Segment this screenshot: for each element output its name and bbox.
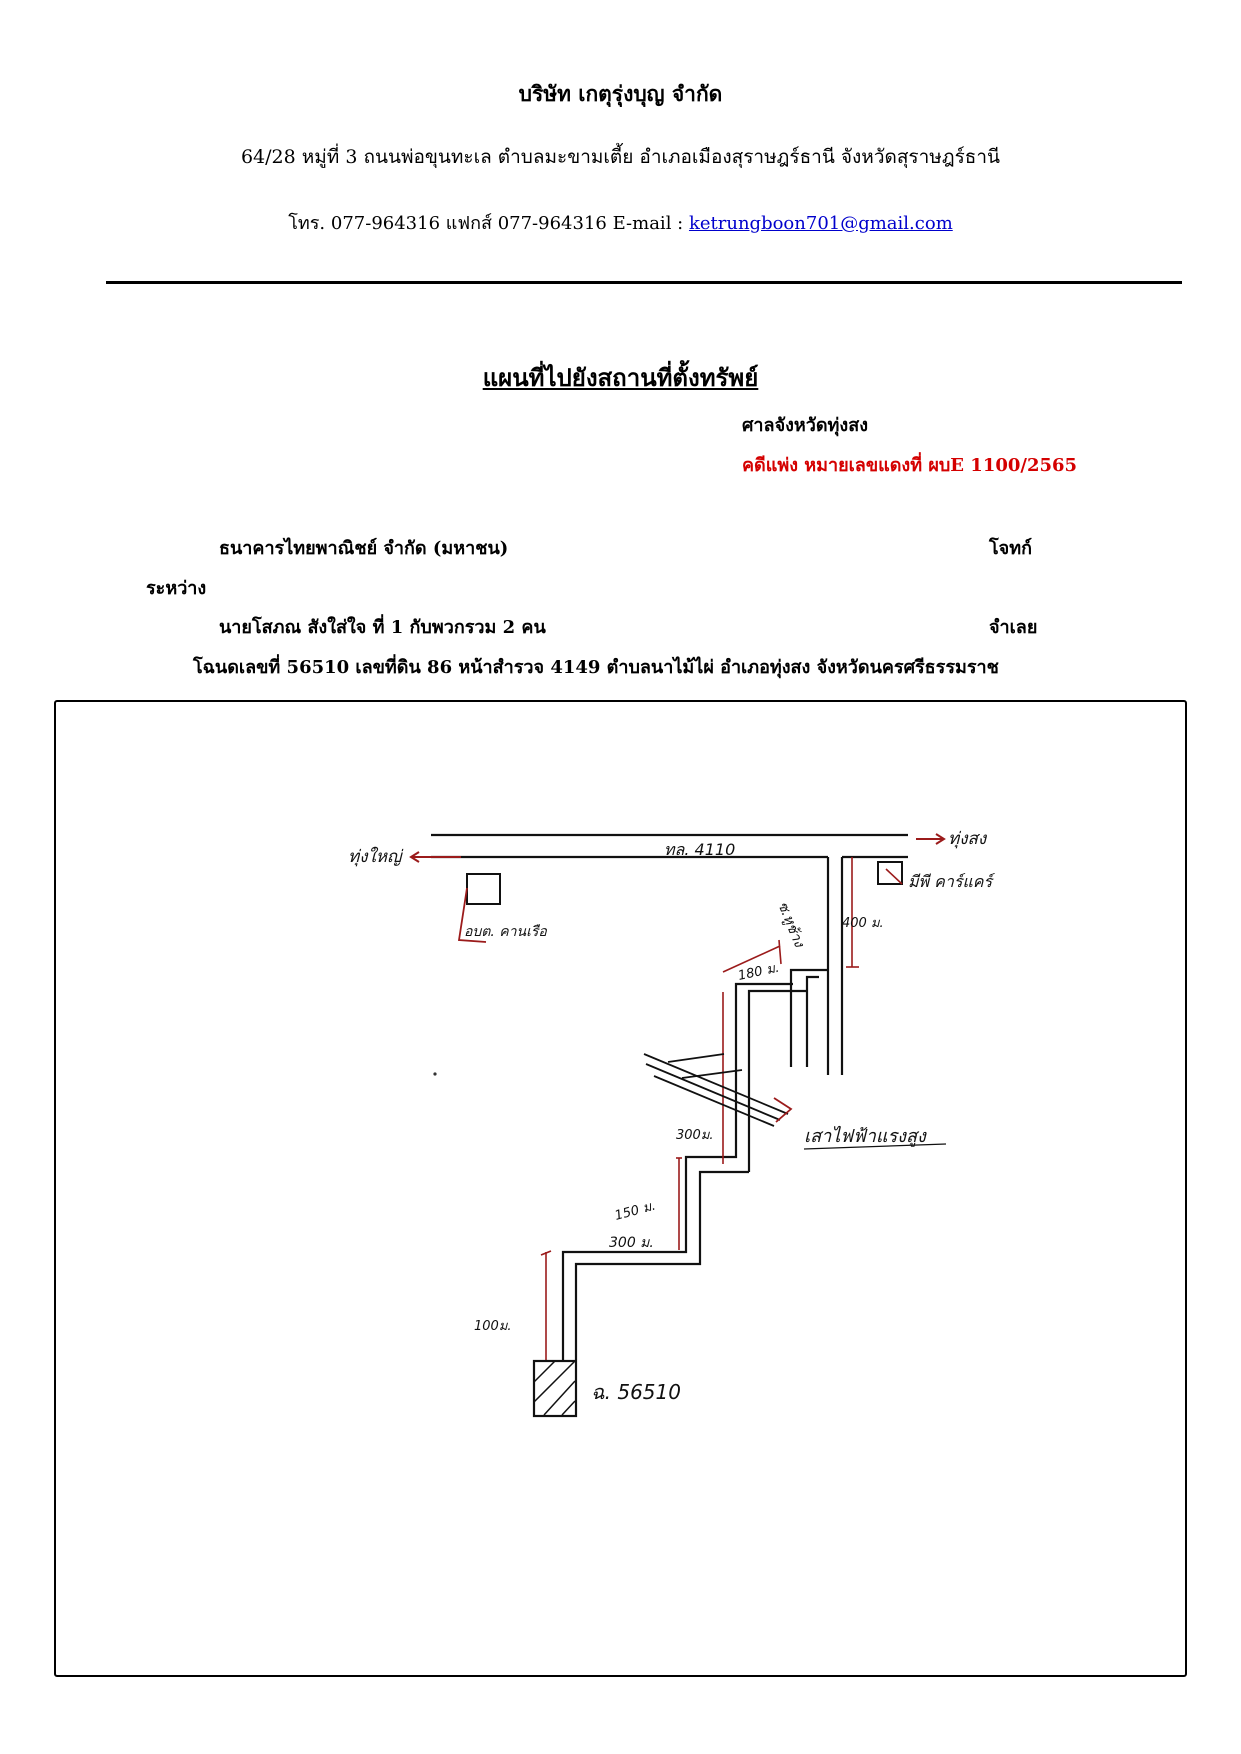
left-landmark-leader: [457, 887, 487, 943]
power-line-label: เสาไฟฟ้าแรงสูง: [804, 1125, 927, 1147]
left-arrow-icon: [409, 851, 461, 863]
right-arrow-icon: [916, 833, 946, 845]
court-name: ศาลจังหวัดทุ่งสง: [742, 415, 868, 436]
distance-100m: 100ม.: [474, 1319, 512, 1334]
right-landmark-leader: [885, 868, 903, 885]
right-landmark-label: มีพี คาร์แคร์: [908, 872, 995, 891]
contact-phone-fax: โทร. 077-964316 แฟกส์ 077-964316 E-mail …: [288, 213, 689, 234]
document-title: แผนที่ไปยังสถานที่ตั้งทรัพย์: [482, 363, 759, 392]
distance-180m: 180 ม.: [737, 961, 781, 984]
distance-400m: 400 ม.: [842, 916, 884, 931]
dimension-lines: [540, 857, 859, 1362]
defendant-role: จำเลย: [989, 617, 1038, 638]
power-line: [643, 1053, 789, 1127]
right-direction-label: ทุ่งสง: [948, 829, 988, 849]
plaintiff-name: ธนาคารไทยพาณิชย์ จำกัด (มหาชน): [219, 538, 509, 559]
company-address: 64/28 หมู่ที่ 3 ถนนพ่อขุนทะเล ตำบลมะขามเ…: [240, 146, 1001, 168]
header-divider: [106, 281, 1182, 284]
company-name: บริษัท เกตุรุ่งบุญ จำกัด: [518, 81, 723, 106]
distance-300m-b: 300 ม.: [609, 1235, 654, 1251]
location-map: ทล. 4110 ทุ่งใหญ่ ทุ่งสง อบต. คานเรือ มี…: [348, 829, 995, 1418]
power-line-arrow-icon: [773, 1097, 793, 1123]
company-contact: โทร. 077-964316 แฟกส์ 077-964316 E-mail …: [0, 208, 1241, 237]
highway: [431, 833, 908, 859]
email-link[interactable]: ketrungboon701@gmail.com: [688, 213, 953, 234]
defendant-name: นายโสภณ สังใส่ใจ ที่ 1 กับพวกรวม 2 คน: [219, 617, 546, 638]
right-landmark-box: [877, 861, 903, 885]
plaintiff-role: โจทก์: [989, 538, 1032, 559]
left-landmark-label: อบต. คานเรือ: [464, 924, 547, 940]
left-direction-label: ทุ่งใหญ่: [348, 846, 403, 867]
left-landmark-box: [466, 873, 501, 905]
speck: [433, 1072, 437, 1076]
highway-label: ทล. 4110: [664, 840, 735, 859]
deed-number-label: ฉ. 56510: [591, 1380, 681, 1404]
deed-info: โฉนดเลขที่ 56510 เลขที่ดิน 86 หน้าสำรวจ …: [193, 657, 999, 678]
power-line-label-underline: [803, 1143, 947, 1150]
distance-150m: 150 ม.: [613, 1199, 657, 1224]
map-frame: ทล. 4110 ทุ่งใหญ่ ทุ่งสง อบต. คานเรือ มี…: [54, 700, 1187, 1677]
case-number: คดีแพ่ง หมายเลขแดงที่ ผบE 1100/2565: [742, 455, 1078, 476]
between-label: ระหว่าง: [146, 578, 207, 599]
route-road: [561, 857, 844, 1360]
land-plot-hatching: [533, 1360, 576, 1416]
distance-300m-a: 300ม.: [676, 1128, 714, 1143]
